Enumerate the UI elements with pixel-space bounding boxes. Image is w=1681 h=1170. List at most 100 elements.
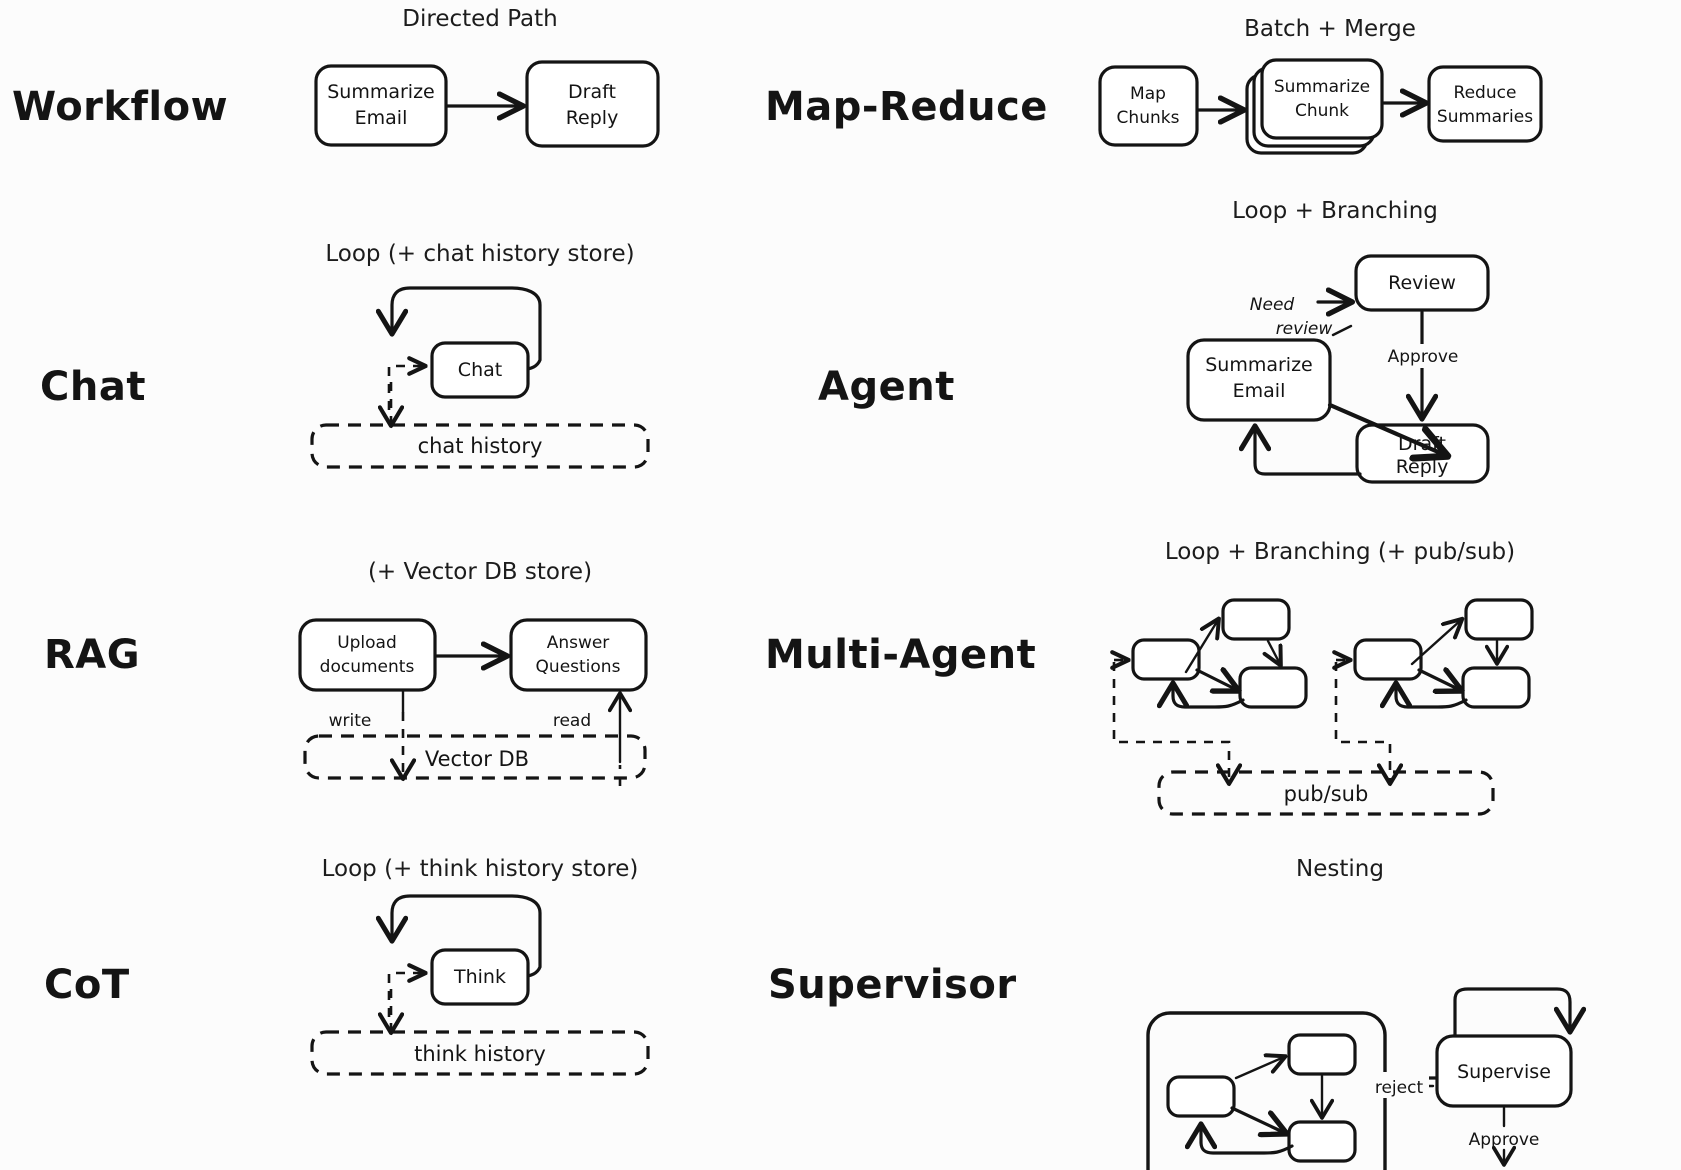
store-label: think history <box>414 1042 546 1066</box>
node-sub-s1[interactable] <box>1166 1075 1236 1118</box>
node-think[interactable] <box>430 948 530 1006</box>
node-label: Draft <box>568 81 616 103</box>
reject-label-backing <box>1369 1072 1429 1098</box>
node-label: documents <box>320 657 415 677</box>
edge-b1-to-b3 <box>1417 670 1460 690</box>
label-backing <box>1388 344 1458 368</box>
node-label: Summarize <box>327 81 435 103</box>
edge-history-read <box>387 973 424 1017</box>
caption-cot: Loop (+ think history store) <box>321 856 639 882</box>
store-label: pub/sub <box>1284 782 1369 806</box>
node-label: Chunks <box>1117 108 1180 128</box>
agent-diagram: Summarize Email Review Draft Reply Need … <box>1186 254 1490 484</box>
node-sub-s3[interactable] <box>1287 1120 1357 1163</box>
node-agent-a2[interactable] <box>1221 598 1291 641</box>
node-label: Reply <box>566 107 619 129</box>
node-summarize-email[interactable] <box>1186 338 1332 422</box>
node-agent-b2[interactable] <box>1464 598 1534 641</box>
node-map-chunks[interactable] <box>1098 65 1199 147</box>
store-label: chat history <box>418 434 543 458</box>
edge-a2-to-a3 <box>1268 639 1280 664</box>
store-think-history[interactable] <box>310 1030 650 1076</box>
edge-label-need: Need <box>1250 295 1295 315</box>
node-supervise[interactable] <box>1435 1034 1573 1108</box>
node-draft-reply[interactable] <box>525 60 660 148</box>
edge-draft-to-summarize-loop <box>1255 427 1362 476</box>
edge-label-read: read <box>553 711 591 731</box>
nested-subgraph-group[interactable] <box>1146 1011 1387 1170</box>
caption-mapreduce: Batch + Merge <box>1244 16 1416 42</box>
node-label: Upload <box>337 633 397 653</box>
node-label: Questions <box>536 657 621 677</box>
row-label-cot: CoT <box>44 962 130 1008</box>
edge-b3-to-b1-loop <box>1396 684 1468 709</box>
caption-chat: Loop (+ chat history store) <box>325 241 635 267</box>
rag-diagram: Upload documents Answer Questions write … <box>298 618 648 786</box>
multiagent-diagram: pub/sub <box>1112 598 1534 816</box>
multiagent-cluster-left <box>1112 598 1308 783</box>
edge-a1-to-a2 <box>1184 620 1218 674</box>
node-label: Summarize <box>1274 77 1370 97</box>
node-label: Chat <box>458 359 502 381</box>
edge-summarize-to-draft <box>1327 402 1445 455</box>
row-label-chat: Chat <box>40 364 146 410</box>
row-label-supervisor: Supervisor <box>768 962 1017 1008</box>
caption-agent: Loop + Branching <box>1232 198 1438 224</box>
multiagent-cluster-right <box>1334 598 1534 783</box>
store-vector-db[interactable] <box>303 734 647 780</box>
edge-s1-to-s3 <box>1230 1106 1285 1133</box>
node-label: Map <box>1130 84 1166 104</box>
edge-s1-to-s2 <box>1234 1057 1284 1080</box>
edge-a3-to-a1-loop <box>1173 684 1245 709</box>
node-agent-a3[interactable] <box>1238 666 1308 709</box>
caption-workflow: Directed Path <box>402 6 558 32</box>
node-label: Summarize <box>1205 354 1313 376</box>
caption-supervisor: Nesting <box>1296 856 1384 882</box>
node-label: Reply <box>1396 456 1449 478</box>
edge-s3-to-s1-loop <box>1201 1125 1294 1155</box>
row-label-multiagent: Multi-Agent <box>765 632 1037 678</box>
edge-history-read <box>387 366 424 410</box>
edge-label-reject: reject <box>1375 1078 1424 1098</box>
node-summarize-email[interactable] <box>314 64 448 147</box>
node-label: Supervise <box>1457 1061 1551 1083</box>
store-pubsub[interactable] <box>1157 770 1495 816</box>
supervisor-diagram: Supervise reject Approve <box>1146 987 1573 1170</box>
node-label: Review <box>1388 272 1456 294</box>
node-agent-b1[interactable] <box>1353 638 1423 681</box>
row-label-rag: RAG <box>44 632 141 678</box>
edge-a1-to-a3 <box>1195 670 1237 690</box>
node-summarize-chunk[interactable] <box>1260 58 1384 140</box>
node-label: Summaries <box>1437 107 1533 127</box>
node-label: Chunk <box>1295 101 1349 121</box>
node-sub-s2[interactable] <box>1287 1033 1357 1076</box>
node-upload-documents[interactable] <box>298 618 437 692</box>
node-agent-a1[interactable] <box>1131 638 1201 681</box>
edge-need-review-tick <box>1331 324 1353 337</box>
edge-label-review: review <box>1276 319 1333 339</box>
workflow-diagram: Summarize Email Draft Reply <box>314 60 660 148</box>
row-label-agent: Agent <box>818 364 955 410</box>
node-reduce-summaries[interactable] <box>1427 65 1543 143</box>
node-label: Email <box>1233 380 1286 402</box>
store-label: Vector DB <box>425 747 529 771</box>
edge-label-write: write <box>329 711 372 731</box>
edge-cluster-left-to-pubsub <box>1112 662 1229 783</box>
node-review[interactable] <box>1354 254 1490 312</box>
row-label-mapreduce: Map-Reduce <box>765 84 1048 130</box>
edge-label-approve-text: Approve <box>1388 347 1459 367</box>
edge-cluster-right-to-pubsub <box>1334 662 1390 783</box>
node-agent-b3[interactable] <box>1461 666 1531 709</box>
store-chat-history[interactable] <box>310 423 650 469</box>
node-chat[interactable] <box>430 341 530 399</box>
node-label: Email <box>355 107 408 129</box>
edge-label-approve: Approve <box>1469 1130 1540 1150</box>
node-label: Reduce <box>1454 83 1517 103</box>
chat-diagram: Chat chat history <box>310 286 650 469</box>
node-label: Answer <box>547 633 610 653</box>
node-answer-questions[interactable] <box>509 618 648 692</box>
caption-rag: (+ Vector DB store) <box>367 559 593 585</box>
edge-b1-to-b2 <box>1410 620 1461 666</box>
